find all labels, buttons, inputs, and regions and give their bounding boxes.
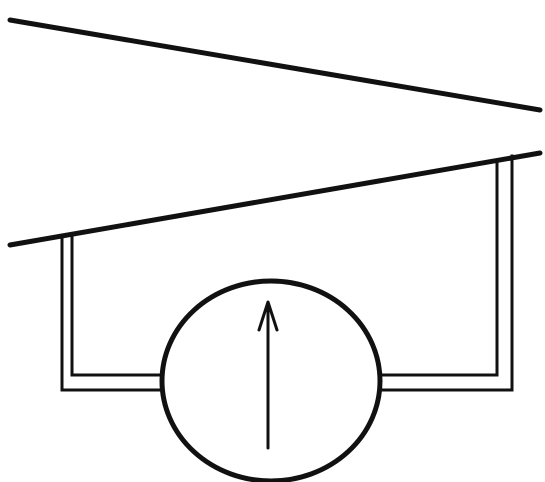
lower-rail-line	[7, 150, 543, 248]
left-outer-lead-wire	[60, 234, 162, 392]
left-inner-lead-wire	[70, 232, 162, 377]
arrowhead-icon	[257, 300, 279, 332]
meter-circle-icon	[159, 278, 383, 482]
upper-rail-line	[7, 17, 543, 113]
right-inner-lead-wire	[380, 160, 499, 377]
right-outer-lead-wire	[380, 154, 514, 392]
